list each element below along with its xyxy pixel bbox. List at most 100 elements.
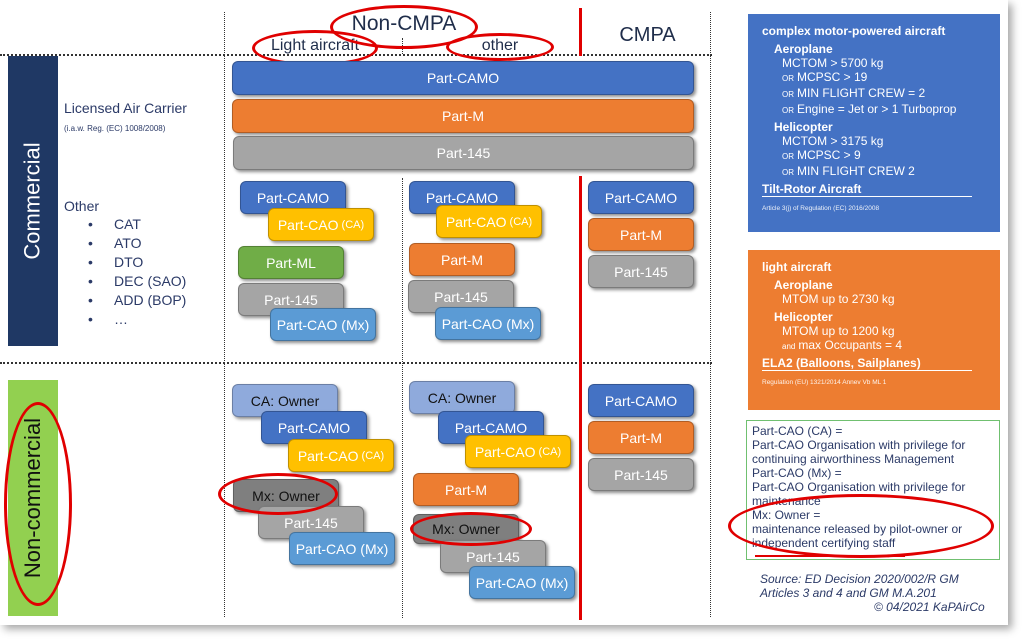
bullet-icon: •	[88, 311, 93, 327]
light-info-box: light aircraft Aeroplane MTOM up to 2730…	[748, 250, 1000, 410]
cmpa-boundary-line-top	[579, 8, 582, 56]
wide-bar-part-camo[interactable]: Part-CAMO	[232, 61, 694, 95]
commercial-cmpa-part-m[interactable]: Part-M	[588, 218, 694, 251]
copyright: © 04/2021 KaPAirCo	[874, 600, 985, 614]
other-list-item: •DEC (SAO)	[88, 272, 186, 291]
criteria-prefix: OR	[782, 168, 794, 177]
other-list-item-text: CAT	[114, 216, 141, 232]
legend-line: independent certifying staff	[752, 536, 896, 550]
noncommercial-cmpa-part-camo[interactable]: Part-CAMO	[588, 384, 694, 417]
legend-box: Part-CAO (CA) =Part-CAO Organisation wit…	[746, 420, 1000, 560]
header-non-cmpa: Non-CMPA	[351, 12, 457, 35]
other-list-item-text: ATO	[114, 235, 142, 251]
light-info-aero-line: MTOM up to 2730 kg	[782, 292, 895, 306]
commercial-other-part-m[interactable]: Part-M	[409, 243, 515, 276]
commercial-other-part-cao-ca[interactable]: Part-CAO(CA)	[436, 205, 542, 238]
criteria-prefix: OR	[782, 74, 794, 83]
licensed-air-carrier-label: Licensed Air Carrier	[64, 100, 187, 116]
commercial-light-part-cao-mx[interactable]: Part-CAO (Mx)	[270, 308, 376, 341]
bullet-icon: •	[88, 235, 93, 251]
other-label: Other	[64, 198, 100, 214]
other-list-item-text: DEC (SAO)	[114, 273, 187, 289]
criteria-line: MCTOM > 5700 kg	[782, 56, 986, 70]
light-info-aeroplane: Aeroplane	[774, 278, 833, 292]
other-list-item: • DTO	[88, 253, 186, 272]
criteria-line: MCTOM > 3175 kg	[782, 134, 986, 148]
row-divider	[0, 362, 712, 364]
criteria-text: MIN FLIGHT CREW = 2	[797, 86, 926, 100]
criteria-prefix: OR	[782, 106, 794, 115]
source-line1: Source: ED Decision 2020/002/R GM	[760, 572, 959, 586]
noncommercial-cmpa-part-145[interactable]: Part-145	[588, 458, 694, 491]
other-list-item-text: …	[114, 311, 128, 327]
commercial-other-part-cao-mx[interactable]: Part-CAO (Mx)	[435, 307, 541, 340]
commercial-cmpa-part-camo[interactable]: Part-CAMO	[588, 181, 694, 214]
wide-bar-part-145[interactable]: Part-145	[233, 136, 694, 170]
criteria-text: MIN FLIGHT CREW 2	[797, 164, 915, 178]
diagram-sheet: Non-CMPA Light aircraft other CMPA Comme…	[0, 5, 1000, 620]
other-list-item: • ADD (BOP)	[88, 291, 186, 310]
noncommercial-cmpa-part-m[interactable]: Part-M	[588, 421, 694, 454]
commercial-light-part-cao-ca[interactable]: Part-CAO(CA)	[268, 208, 374, 241]
bullet-icon: •	[88, 216, 93, 232]
legend-line: continuing airworthiness Management	[752, 452, 955, 466]
row-label-non-commercial: Non-commercial	[8, 380, 58, 616]
legend-line: Mx: Owner =	[752, 508, 821, 522]
cmpa-info-tilt-rotor: Tilt-Rotor Aircraft	[762, 182, 972, 197]
cmpa-info-reference: Article 3(j) of Regulation (EC) 2016/200…	[762, 205, 880, 212]
underline-certifying-staff	[755, 555, 905, 557]
light-info-heli-line1: MTOM up to 1200 kg	[782, 324, 895, 338]
noncommercial-other-part-cao-ca[interactable]: Part-CAO(CA)	[465, 435, 571, 468]
noncommercial-other-part-cao-mx[interactable]: Part-CAO (Mx)	[469, 566, 575, 599]
bullet-icon: •	[88, 254, 93, 270]
criteria-text: Engine = Jet or > 1 Turboprop	[797, 102, 957, 116]
noncommercial-light-part-camo[interactable]: Part-CAMO	[261, 411, 367, 444]
cmpa-boundary-line	[579, 176, 582, 620]
light-info-title: light aircraft	[762, 260, 832, 274]
legend-line: Part-CAO Organisation with privilege for	[752, 480, 966, 494]
cmpa-info-aeroplane: Aeroplane	[774, 42, 833, 56]
legend-line: Part-CAO (CA) =	[752, 424, 843, 438]
noncommercial-other-part-m[interactable]: Part-M	[413, 473, 519, 506]
grid-line-mid	[402, 38, 403, 54]
other-list: •CAT•ATO•DTO•DEC (SAO)•ADD (BOP)•…	[88, 215, 186, 329]
header-other: other	[481, 37, 519, 54]
criteria-text: MCPSC > 9	[797, 148, 861, 162]
other-list-item: •…	[88, 310, 186, 329]
commercial-light-part-ml[interactable]: Part-ML	[238, 246, 344, 279]
light-info-reference: Regulation (EU) 1321/2014 Annev Vb ML 1	[762, 379, 887, 386]
legend-line: Part-CAO (Mx) =	[752, 466, 842, 480]
cmpa-info-title: complex motor-powered aircraft	[762, 24, 946, 38]
light-info-ela2: ELA2 (Balloons, Sailplanes)	[762, 356, 972, 371]
criteria-text: MCTOM > 5700 kg	[782, 56, 884, 70]
grid-line-left	[224, 12, 225, 617]
criteria-text: MCTOM > 3175 kg	[782, 134, 884, 148]
noncommercial-light-part-cao-mx[interactable]: Part-CAO (Mx)	[289, 532, 395, 565]
other-list-item: • ATO	[88, 234, 186, 253]
cmpa-info-helicopter: Helicopter	[774, 120, 833, 134]
light-info-helicopter: Helicopter	[774, 310, 833, 324]
criteria-prefix: OR	[782, 90, 794, 99]
commercial-cmpa-part-145[interactable]: Part-145	[588, 255, 694, 288]
wide-bar-part-m[interactable]: Part-M	[232, 99, 694, 133]
grid-line-mid-lower	[402, 178, 403, 618]
cmpa-info-box: complex motor-powered aircraft Aeroplane…	[748, 14, 1000, 232]
noncommercial-light-part-cao-ca[interactable]: Part-CAO(CA)	[288, 439, 394, 472]
header-cmpa: CMPA	[619, 24, 676, 46]
bullet-icon: •	[88, 292, 93, 308]
other-list-item-text: ADD (BOP)	[114, 292, 187, 308]
header-divider	[0, 54, 712, 56]
other-list-item-text: DTO	[114, 254, 144, 270]
legend-line: Part-CAO Organisation with privilege for	[752, 438, 966, 452]
noncommercial-other-ca-owner[interactable]: CA: Owner	[409, 381, 515, 414]
reg-note: (i.a.w. Reg. (EC) 1008/2008)	[64, 124, 166, 133]
header-light-aircraft: Light aircraft	[270, 37, 360, 54]
